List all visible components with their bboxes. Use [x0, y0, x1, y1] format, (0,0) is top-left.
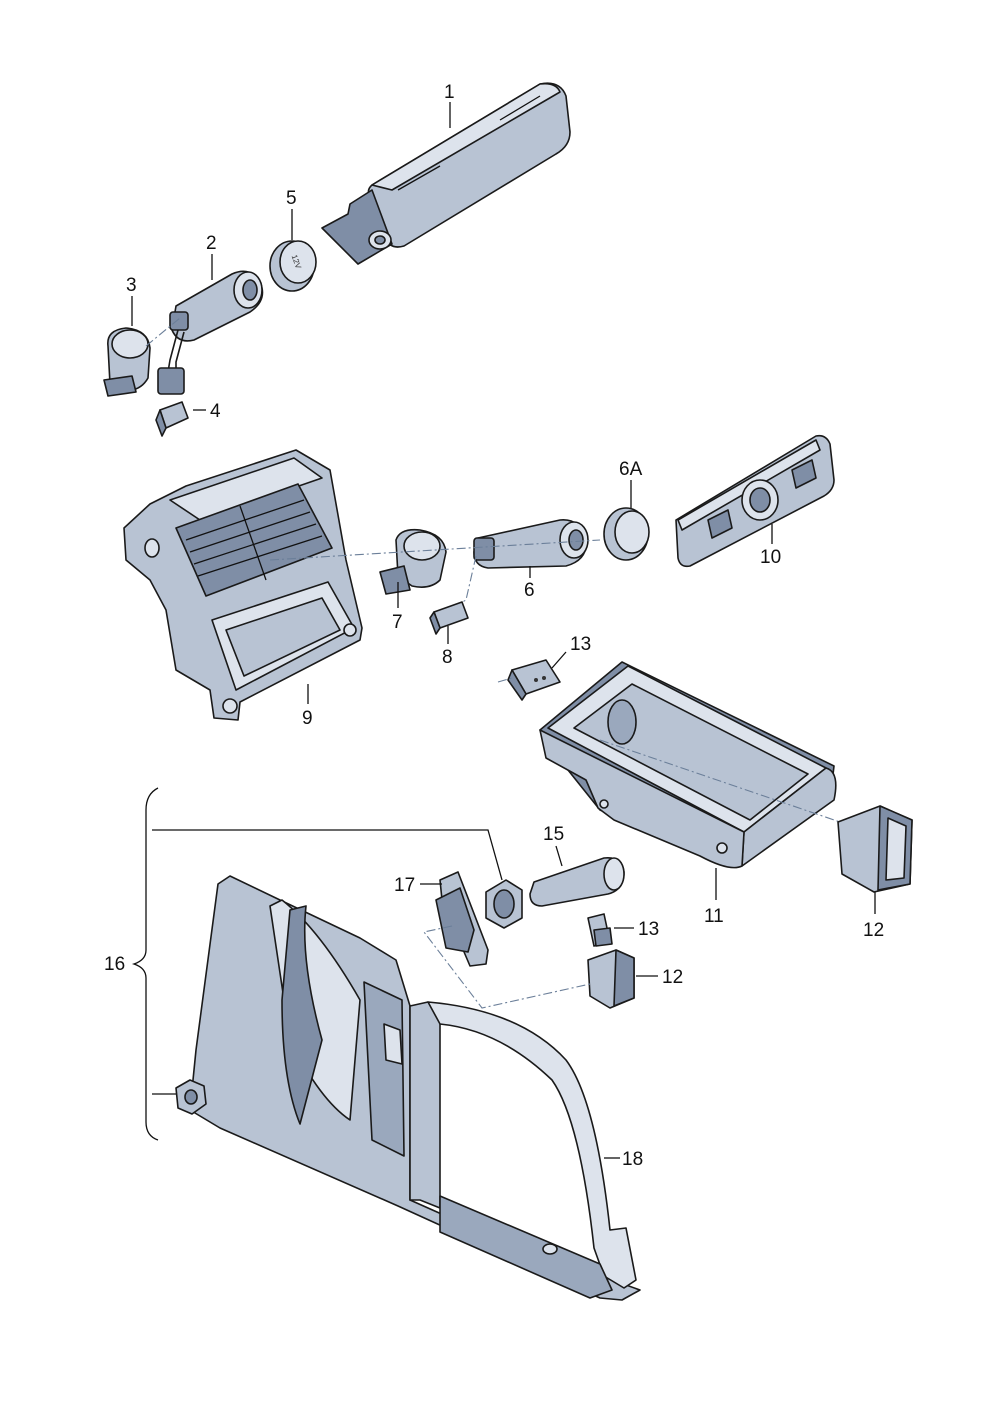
label-2: 2: [206, 233, 217, 254]
hex-nut[interactable]: [175, 1079, 207, 1115]
dash-line-8: [451, 555, 477, 609]
dash-line-6: [269, 539, 601, 561]
dash-line-16a: [423, 925, 591, 1009]
dash-line-11: [599, 739, 841, 823]
part-1-cover-panel[interactable]: [321, 82, 571, 265]
part-12-socket-housing-right[interactable]: [837, 805, 913, 893]
part-7-holder-ring[interactable]: [379, 528, 447, 595]
assembly-line-16: [152, 829, 503, 881]
part-18-trim-panel[interactable]: [189, 875, 641, 1301]
label-5: 5: [286, 188, 297, 209]
part-8-connector[interactable]: [429, 601, 469, 635]
part-15-socket-assembly[interactable]: [485, 856, 625, 929]
label-6a: 6A: [619, 459, 643, 480]
part-5-socket-cap[interactable]: 12V: [269, 240, 317, 292]
label-18: 18: [622, 1149, 643, 1170]
part-6a-socket-cap[interactable]: [603, 507, 650, 561]
leader-line-13a: [551, 651, 567, 669]
part-13-connector-top[interactable]: [507, 659, 561, 701]
label-4: 4: [210, 401, 221, 422]
label-12b: 12: [662, 967, 683, 988]
label-9: 9: [302, 708, 313, 729]
label-11: 11: [704, 906, 724, 927]
label-10: 10: [760, 547, 781, 568]
label-16: 16: [104, 954, 125, 975]
label-15: 15: [543, 824, 564, 845]
part-11-storage-box[interactable]: [539, 661, 837, 869]
part-10-switch-panel[interactable]: [675, 434, 835, 568]
part-4-connector[interactable]: [155, 401, 189, 437]
label-7: 7: [392, 612, 403, 633]
label-12a: 12: [863, 920, 884, 941]
part-3-holder-ring[interactable]: [103, 327, 151, 397]
label-3: 3: [126, 275, 137, 296]
part-17-bracket[interactable]: [435, 871, 489, 967]
leader-line-15: [555, 845, 563, 867]
label-6: 6: [524, 580, 535, 601]
label-13b: 13: [638, 919, 659, 940]
part-9-vent-housing[interactable]: [123, 449, 363, 721]
label-8: 8: [442, 647, 453, 668]
part-12-socket-housing-small[interactable]: [587, 949, 635, 1009]
part-2-socket-body[interactable]: [169, 270, 264, 342]
label-1: 1: [444, 82, 455, 103]
part-13-connector-bottom[interactable]: [587, 913, 613, 947]
assembly-bracket-16: [131, 787, 159, 1141]
label-17: 17: [394, 875, 415, 896]
dash-line-13a: [497, 677, 513, 683]
dash-line-3: [145, 317, 181, 347]
label-13a: 13: [570, 634, 591, 655]
wire-harness: [157, 329, 185, 395]
